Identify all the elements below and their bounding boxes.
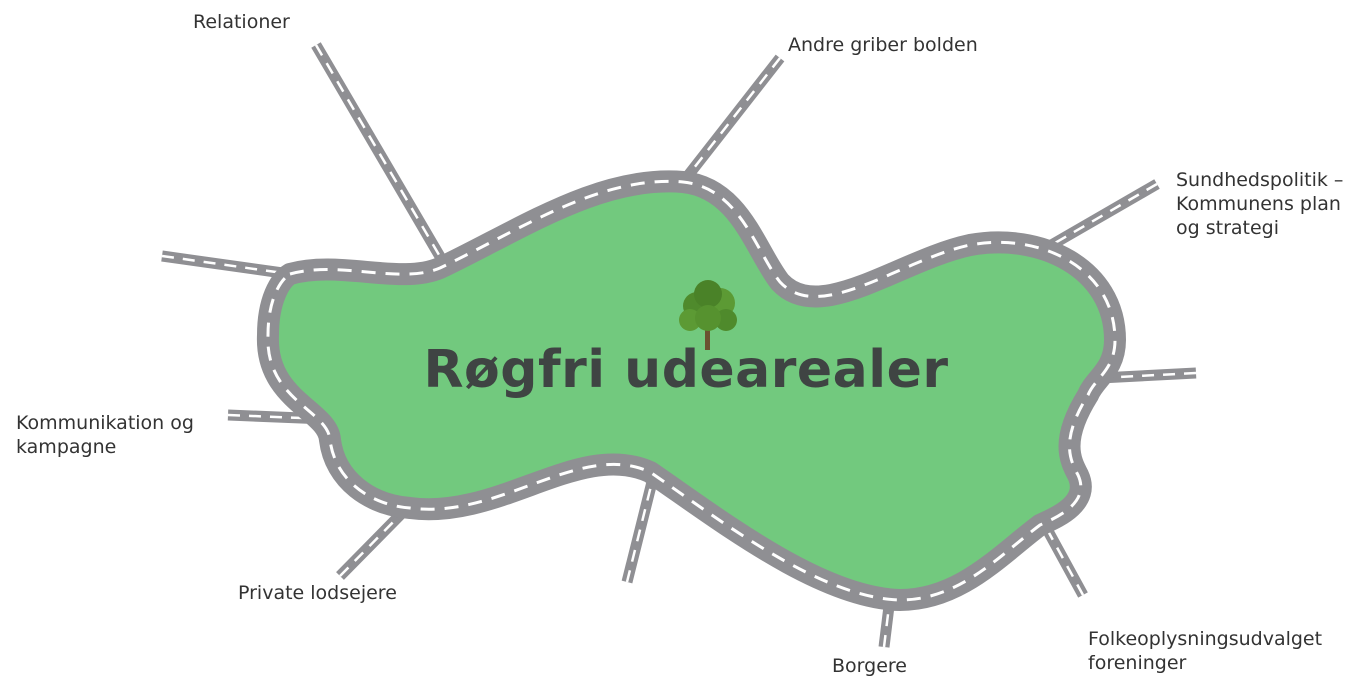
label-andre-griber-bolden: Andre griber bolden: [788, 33, 978, 57]
diagram-title: Røgfri udearealer: [0, 340, 1372, 400]
label-sundhedspolitik: Sundhedspolitik – Kommunens plan og stra…: [1176, 144, 1343, 240]
label-private-lodsejere: Private lodsejere: [238, 581, 397, 605]
label-relationer: Relationer: [193, 10, 290, 34]
label-borgere: Borgere: [832, 654, 907, 678]
label-folkeoplysningsudvalget: Folkeoplysningsudvalget foreninger: [1088, 603, 1322, 675]
label-kommunikation: Kommunikation og kampagne: [16, 387, 194, 459]
